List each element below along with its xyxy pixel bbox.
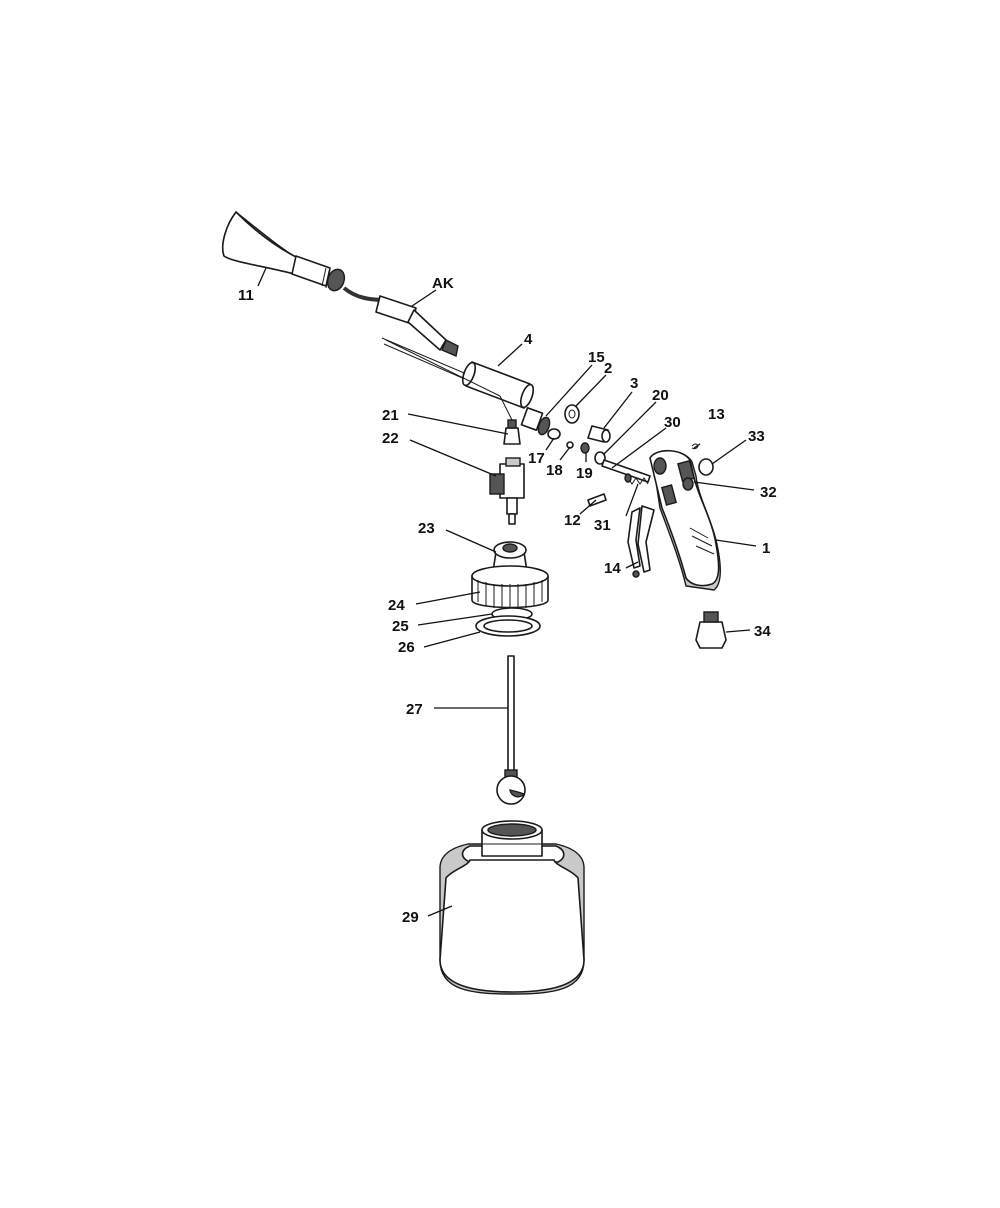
label-25: 25: [392, 618, 409, 635]
part-24-gear-ring: [471, 565, 549, 609]
part-22-valve: [489, 457, 525, 525]
part-27-dip-tube: [496, 655, 526, 805]
label-4: 4: [524, 331, 533, 348]
label-29: 29: [402, 909, 419, 926]
part-1-gun-body: [649, 449, 721, 591]
label-17: 17: [528, 450, 545, 467]
label-33: 33: [748, 428, 765, 445]
label-3: 3: [630, 375, 638, 392]
part-32-nut: [682, 477, 694, 491]
part-34-fitting: [695, 611, 727, 649]
label-19: 19: [576, 465, 593, 482]
part-21-connector: [503, 419, 521, 445]
label-30: 30: [664, 414, 681, 431]
label-26: 26: [398, 639, 415, 656]
label-1: 1: [762, 540, 770, 557]
part-15-fitting: [520, 407, 551, 436]
part-3-sleeve: [587, 425, 611, 443]
label-34: 34: [754, 623, 771, 640]
label-31: 31: [594, 517, 611, 534]
label-21: 21: [382, 407, 399, 424]
part-31-spring: [624, 473, 649, 485]
wire: [385, 339, 513, 421]
part-14-trigger: [627, 505, 655, 578]
part-26-gasket: [475, 615, 541, 637]
part-11-nozzle: [221, 211, 346, 292]
part-19-nut: [580, 442, 590, 454]
label-12: 12: [564, 512, 581, 529]
label-15: 15: [588, 349, 605, 366]
leader-lines: [257, 267, 757, 917]
label-24: 24: [388, 597, 405, 614]
part-30-rod: [601, 459, 651, 483]
label-13: 13: [708, 406, 725, 423]
part-labels: 11 AK 4 15 2 3 20 30 13 33 21 22 17 18 1…: [238, 275, 777, 926]
label-20: 20: [652, 387, 669, 404]
part-20-washer: [594, 451, 606, 465]
part-4-cylinder: [461, 361, 535, 409]
label-22: 22: [382, 430, 399, 447]
label-2: 2: [604, 360, 612, 377]
part-2-washer: [564, 404, 580, 424]
label-11: 11: [238, 287, 254, 304]
label-ak: AK: [432, 275, 454, 292]
label-23: 23: [418, 520, 435, 537]
part-29-bottle: [439, 820, 585, 995]
label-18: 18: [546, 462, 563, 479]
part-33-knob: [698, 458, 714, 476]
label-27: 27: [406, 701, 423, 718]
label-14: 14: [604, 560, 621, 577]
part-17-oring: [547, 428, 561, 440]
label-32: 32: [760, 484, 777, 501]
